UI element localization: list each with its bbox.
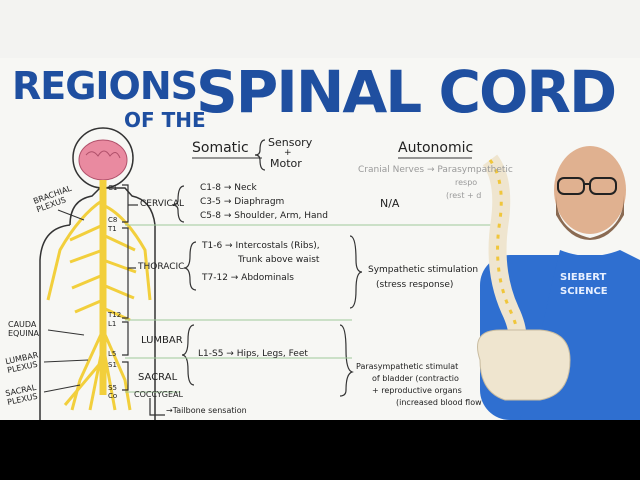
somatic-motor: Motor xyxy=(270,157,302,170)
vertebra-co: Co xyxy=(108,392,118,400)
title-spinal-cord: SPINAL CORD xyxy=(196,58,617,126)
body-outline xyxy=(69,187,156,420)
note-tailbone: →Tailbone sensation xyxy=(166,406,247,415)
region-lumbar: LUMBAR xyxy=(141,335,183,346)
note-na: N/A xyxy=(380,197,400,210)
region-dividers xyxy=(125,224,500,393)
vertebra-s5: S5 xyxy=(108,384,117,392)
brain-icon xyxy=(78,139,128,181)
top-band xyxy=(0,0,640,58)
note-parasympathetic-3: + reproductive organs xyxy=(372,386,462,395)
note-c1-8: C1-8 → Neck xyxy=(200,183,257,193)
label-cauda-equina: CAUDA EQUINA xyxy=(8,320,40,338)
title-regions: REGIONS xyxy=(12,64,198,108)
note-sympathetic-1: Sympathetic stimulation xyxy=(368,265,479,275)
shirt-text-siebert: SIEBERT xyxy=(560,272,607,283)
vertebra-c1: C1 xyxy=(108,184,118,192)
vertebra-l1: L1 xyxy=(108,320,117,328)
note-l1-s5: L1-S5 → Hips, Legs, Feet xyxy=(198,349,308,359)
somatic-heading: Somatic xyxy=(192,140,249,156)
region-sacral: SACRAL xyxy=(138,372,178,383)
note-cranial-rest: (rest + d xyxy=(446,191,482,200)
note-t7-12: T7-12 → Abdominals xyxy=(202,273,294,283)
autonomic-heading: Autonomic xyxy=(398,140,474,156)
somatic-sensory: Sensory xyxy=(268,136,313,149)
region-thoracic: THORACIC xyxy=(138,262,185,272)
note-t1-6: T1-6 → Intercostals (Ribs), xyxy=(202,241,320,251)
note-cranial-nerves: Cranial Nerves → Parasympathetic xyxy=(358,165,513,175)
vertebra-t1: T1 xyxy=(108,225,117,233)
note-trunk: Trunk above waist xyxy=(238,255,320,265)
body-outline-left xyxy=(39,224,71,420)
region-coccygeal: COCCYGEAL xyxy=(134,390,183,399)
bottom-letterbox xyxy=(0,420,640,480)
region-cervical: CERVICAL xyxy=(140,199,184,209)
vertebra-t12: T12 xyxy=(108,311,122,319)
vertebra-s1: S1 xyxy=(108,361,117,369)
shirt-text-science: SCIENCE xyxy=(560,286,608,297)
note-c5-8: C5-8 → Shoulder, Arm, Hand xyxy=(200,211,328,221)
vertebra-c8: C8 xyxy=(108,216,118,224)
vertebra-l5: L5 xyxy=(108,350,117,358)
note-parasympathetic-4: (increased blood flow xyxy=(396,398,482,407)
nerve-branches xyxy=(46,198,152,411)
somatic-plus: + xyxy=(284,148,292,158)
note-sympathetic-2: (stress response) xyxy=(376,280,454,290)
region-brackets xyxy=(122,139,363,397)
note-c3-5: C3-5 → Diaphragm xyxy=(200,197,285,207)
note-parasympathetic-2: of bladder (contractio xyxy=(372,374,459,383)
note-cranial-response: respo xyxy=(455,178,478,187)
note-parasympathetic-1: Parasympathetic stimulat xyxy=(356,362,459,371)
plexus-pointers xyxy=(43,209,89,393)
title-of-the: OF THE xyxy=(124,108,206,132)
spine-model xyxy=(477,154,571,401)
